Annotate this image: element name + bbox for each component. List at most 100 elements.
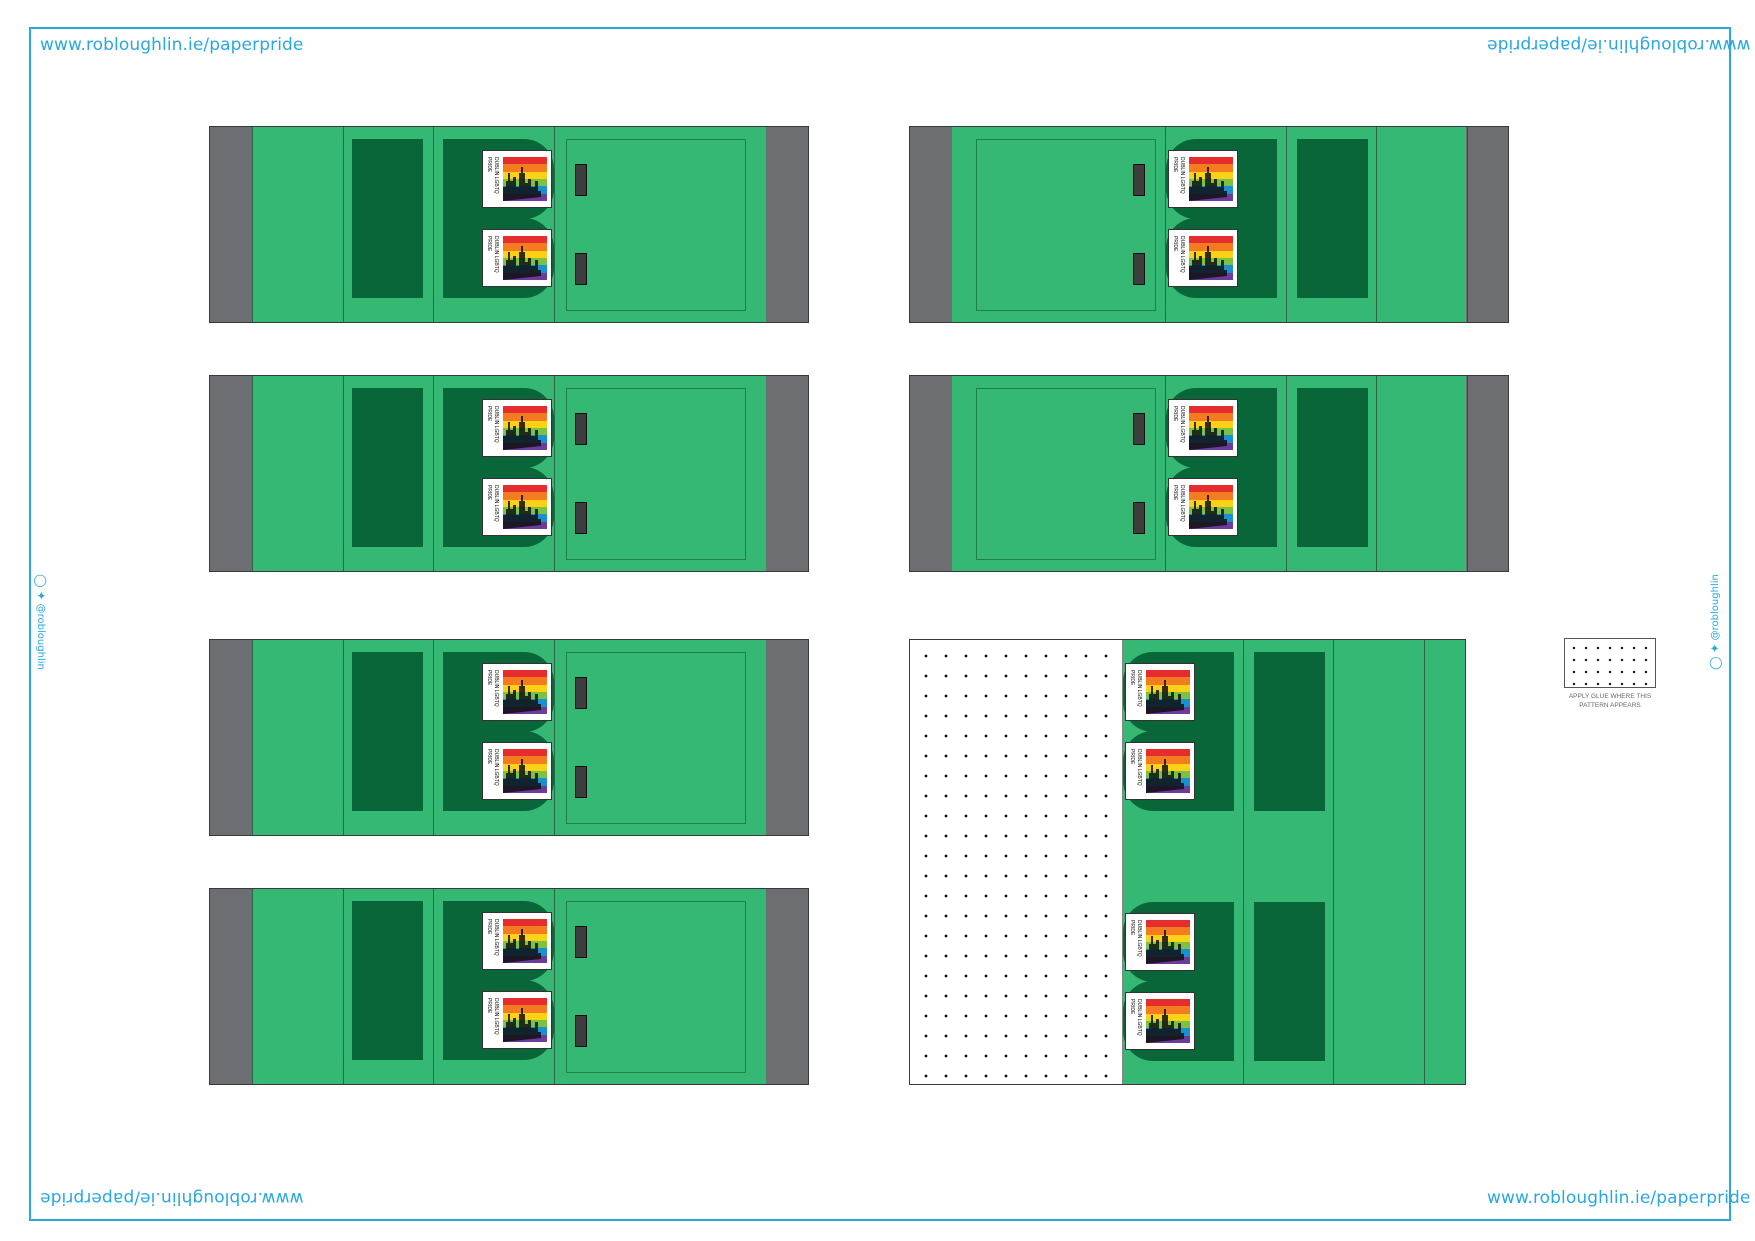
end-tab-left <box>210 376 252 571</box>
tram-piece: DUBLIN LGBTQ PRIDE DUBLIN LGBTQ PRIDE <box>209 126 809 323</box>
pride-poster: DUBLIN LGBTQ PRIDE <box>1168 478 1238 536</box>
end-tab-left <box>910 127 952 322</box>
fold-line <box>433 127 434 322</box>
fold-line <box>1165 376 1166 571</box>
end-tab-left <box>910 376 952 571</box>
poster-text: DUBLIN LGBTQ PRIDE <box>486 998 499 1035</box>
side-panel-outline <box>566 139 746 311</box>
fold-line <box>1467 376 1468 571</box>
pride-poster: DUBLIN LGBTQ PRIDE <box>1125 992 1195 1050</box>
city-skyline-icon <box>503 929 541 963</box>
pride-poster: DUBLIN LGBTQ PRIDE <box>482 399 552 457</box>
tram-window <box>1254 902 1325 982</box>
instagram-icon: ◯ <box>34 574 48 588</box>
fold-line <box>433 376 434 571</box>
url-bottom-left: www.robloughlin.ie/paperpride <box>40 1188 304 1208</box>
city-skyline-icon <box>503 246 541 280</box>
poster-text: DUBLIN LGBTQ PRIDE <box>486 670 499 707</box>
city-skyline-icon <box>503 1008 541 1042</box>
fold-line <box>1165 127 1166 322</box>
fold-line <box>1467 127 1468 322</box>
city-skyline-icon <box>503 495 541 529</box>
fold-line <box>433 640 434 835</box>
side-panel-outline <box>976 139 1156 311</box>
fold-line <box>1286 376 1287 571</box>
social-handle-right: ◯ ✦ @robloughlin <box>1708 574 1722 670</box>
fold-line <box>554 889 555 1084</box>
pride-poster: DUBLIN LGBTQ PRIDE <box>1168 229 1238 287</box>
door-handle <box>1133 413 1145 445</box>
tram-window <box>1254 981 1325 1061</box>
door-handle <box>575 253 587 285</box>
city-skyline-icon <box>1146 1009 1184 1043</box>
tram-window <box>352 731 423 811</box>
poster-text: DUBLIN LGBTQ PRIDE <box>1129 670 1142 707</box>
tram-piece: DUBLIN LGBTQ PRIDE DUBLIN LGBTQ PRIDE <box>209 888 809 1085</box>
city-skyline-icon <box>503 680 541 714</box>
fold-line <box>1243 640 1244 1084</box>
city-skyline-icon <box>503 167 541 201</box>
end-tab-right <box>766 127 808 322</box>
fold-line <box>343 889 344 1084</box>
tram-window <box>1297 388 1368 468</box>
glue-pattern-legend <box>1564 638 1656 688</box>
city-skyline-icon <box>1146 759 1184 793</box>
poster-text: DUBLIN LGBTQ PRIDE <box>1129 920 1142 957</box>
page-border <box>29 27 1731 1221</box>
side-panel-outline <box>976 388 1156 560</box>
door-handle <box>1133 502 1145 534</box>
city-skyline-icon <box>1189 416 1227 450</box>
fold-line <box>554 127 555 322</box>
poster-text: DUBLIN LGBTQ PRIDE <box>1172 485 1185 522</box>
poster-text: DUBLIN LGBTQ PRIDE <box>486 919 499 956</box>
pride-poster: DUBLIN LGBTQ PRIDE <box>482 742 552 800</box>
tram-window <box>352 139 423 219</box>
poster-text: DUBLIN LGBTQ PRIDE <box>486 749 499 786</box>
tram-window <box>1297 139 1368 219</box>
tram-piece: DUBLIN LGBTQ PRIDE DUBLIN LGBTQ PRIDE <box>209 639 809 836</box>
fold-line <box>252 127 253 322</box>
fold-line <box>1376 127 1377 322</box>
door-handle <box>575 502 587 534</box>
poster-text: DUBLIN LGBTQ PRIDE <box>1129 999 1142 1036</box>
pride-poster: DUBLIN LGBTQ PRIDE <box>1125 913 1195 971</box>
side-panel-outline <box>566 388 746 560</box>
end-tab-right <box>766 640 808 835</box>
pride-poster: DUBLIN LGBTQ PRIDE <box>482 478 552 536</box>
instagram-icon: ◯ <box>1708 656 1722 670</box>
tram-window <box>1297 467 1368 547</box>
pride-poster: DUBLIN LGBTQ PRIDE <box>1125 663 1195 721</box>
poster-text: DUBLIN LGBTQ PRIDE <box>486 236 499 273</box>
fold-line <box>252 889 253 1084</box>
poster-text: DUBLIN LGBTQ PRIDE <box>486 406 499 443</box>
pride-poster: DUBLIN LGBTQ PRIDE <box>482 663 552 721</box>
tram-window <box>352 901 423 981</box>
end-tab-right <box>766 376 808 571</box>
tram-window <box>1254 731 1325 811</box>
door-handle <box>575 413 587 445</box>
tram-window <box>1254 652 1325 732</box>
fold-line <box>1333 640 1334 1084</box>
door-handle <box>1133 253 1145 285</box>
poster-text: DUBLIN LGBTQ PRIDE <box>486 485 499 522</box>
social-handle-text: @robloughlin <box>35 603 47 670</box>
door-handle <box>575 677 587 709</box>
pride-poster: DUBLIN LGBTQ PRIDE <box>482 150 552 208</box>
tram-window <box>352 980 423 1060</box>
city-skyline-icon <box>1189 246 1227 280</box>
door-handle <box>575 1015 587 1047</box>
poster-text: DUBLIN LGBTQ PRIDE <box>1172 406 1185 443</box>
fold-line <box>343 376 344 571</box>
city-skyline-icon <box>503 759 541 793</box>
fold-line <box>252 640 253 835</box>
city-skyline-icon <box>1146 680 1184 714</box>
fold-line <box>433 889 434 1084</box>
poster-text: DUBLIN LGBTQ PRIDE <box>1129 749 1142 786</box>
end-tab-left <box>210 127 252 322</box>
tram-piece: DUBLIN LGBTQ PRIDE DUBLIN LGBTQ PRIDE <box>209 375 809 572</box>
side-panel-outline <box>566 652 746 824</box>
end-tab-left <box>210 889 252 1084</box>
end-tab-right <box>766 889 808 1084</box>
tram-window <box>1297 218 1368 298</box>
